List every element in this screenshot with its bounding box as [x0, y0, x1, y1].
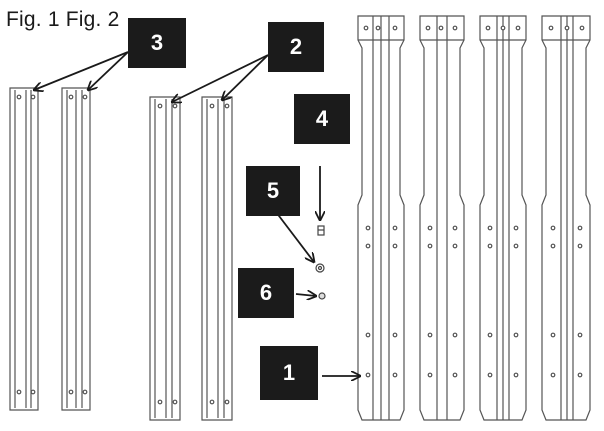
- post-part-1-b: [419, 15, 465, 421]
- hardware-part-4: [317, 225, 325, 236]
- hardware-part-5: [315, 263, 325, 273]
- arrow-3-to-rail-b: [88, 51, 129, 90]
- callout-4: 4: [294, 94, 350, 144]
- callout-3: 3: [128, 18, 186, 68]
- arrow-2-to-rail-a: [172, 54, 269, 102]
- arrow-2-to-rail-b: [222, 54, 269, 100]
- arrow-6: [295, 294, 316, 296]
- callout-5: 5: [246, 166, 300, 216]
- arrow-5: [275, 211, 314, 262]
- hardware-part-6: [318, 292, 326, 300]
- caption-fig-1: Fig. 1: [6, 8, 60, 31]
- callout-2: 2: [268, 22, 324, 72]
- caption-fig-2: Fig. 2: [65, 8, 120, 31]
- rail-part-2-a: [149, 96, 181, 421]
- post-part-1-a: [357, 15, 405, 421]
- rail-part-2-b: [201, 96, 233, 421]
- callout-1: 1: [260, 346, 318, 400]
- callout-6: 6: [238, 268, 294, 318]
- post-part-1-c: [479, 15, 527, 421]
- leader-arrows: [34, 51, 360, 376]
- arrow-3-to-rail-a: [34, 51, 129, 90]
- rail-part-3-b: [61, 87, 91, 411]
- rail-part-3-a: [9, 87, 39, 411]
- post-part-1-d: [541, 15, 591, 421]
